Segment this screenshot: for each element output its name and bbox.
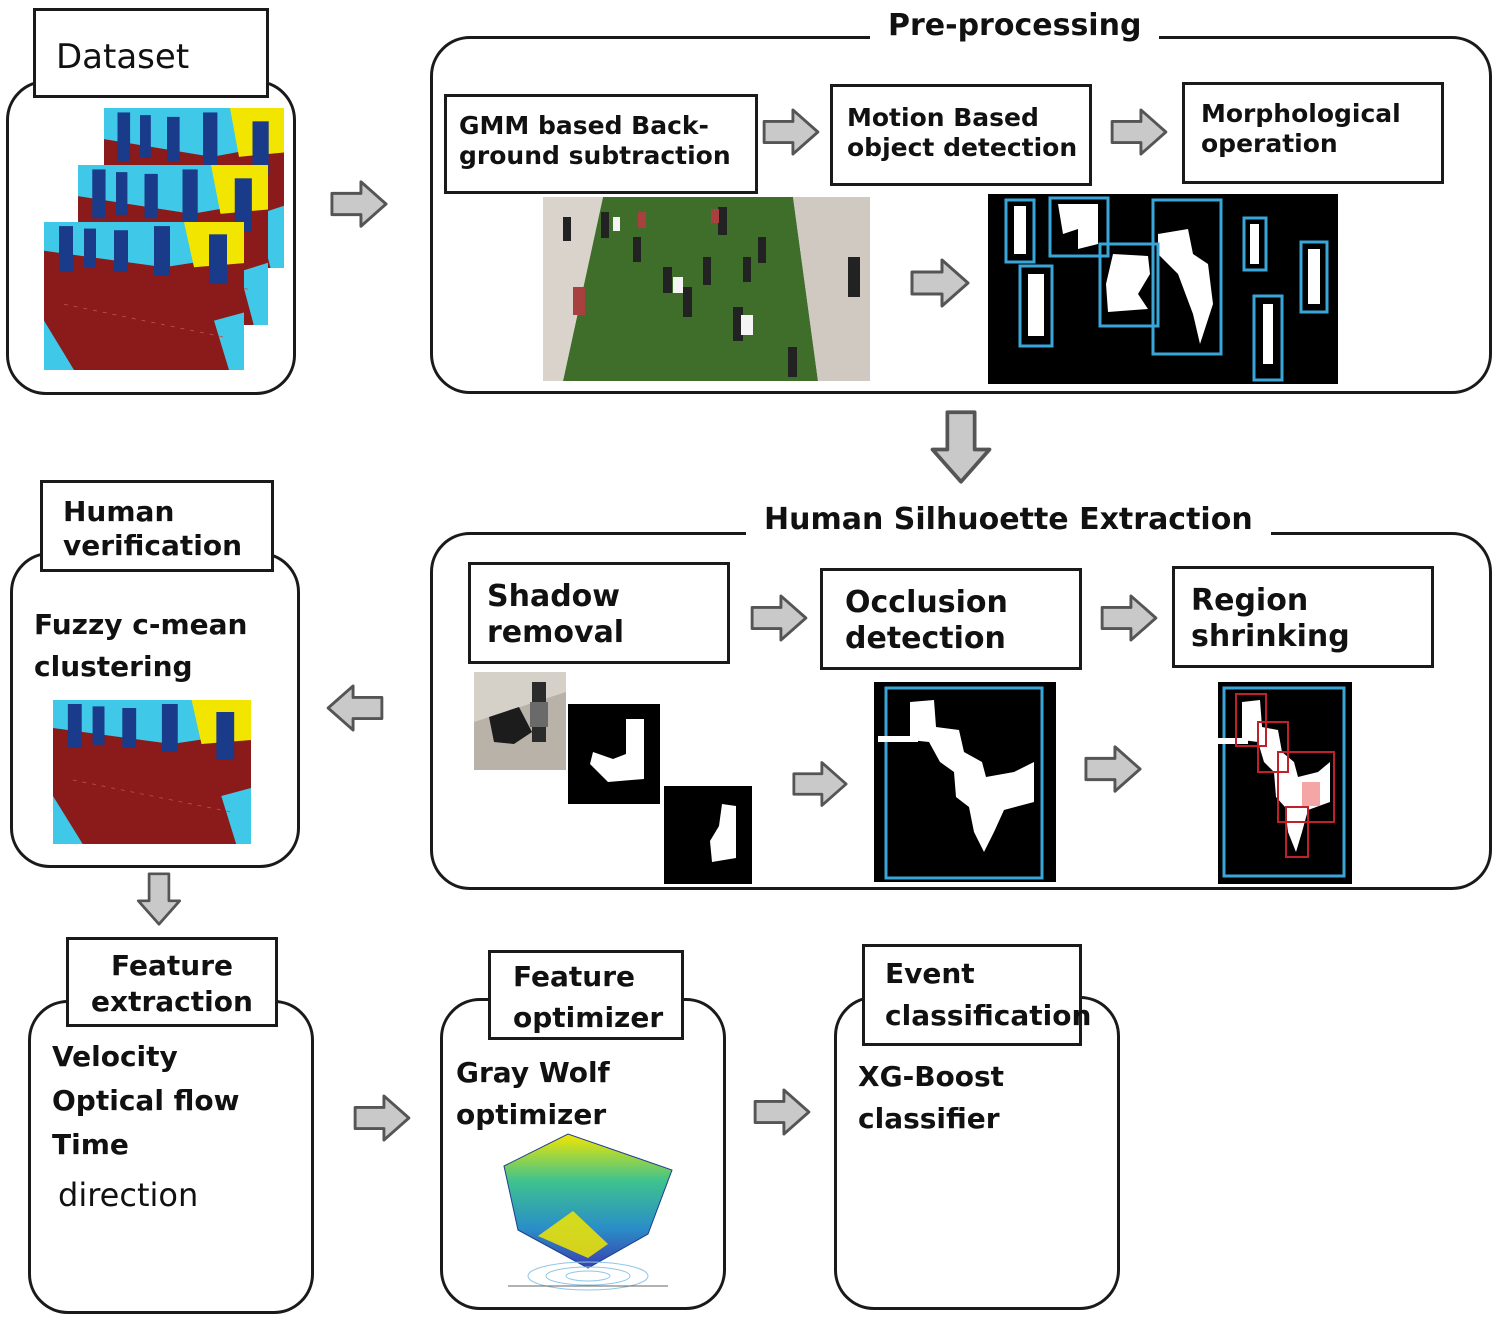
shadow-mask-image [568,704,660,804]
classification-title: Event classification [862,944,1091,1046]
shadow-removed-mask-image [664,786,752,884]
features-panel [28,1000,314,1314]
region-shrinking-image [1218,682,1352,884]
feature-item-optical-flow: Optical flow [52,1084,240,1117]
feature-item-direction: direction [58,1176,199,1214]
step-shadow-removal: Shadow removal [468,562,730,664]
arrow-verification-to-features [132,872,186,926]
arrow-features-to-optimizer [352,1094,412,1142]
arrow-shadow-to-occlusion [750,594,808,642]
preprocessing-title: Pre-processing [870,8,1160,43]
arrow-optimizer-to-classification [752,1088,812,1136]
step-motion-detection: Motion Based object detection [830,84,1092,186]
arrow-photo-to-mask [910,258,970,308]
arrow-shadow-to-occlusion-image [792,760,848,808]
dataset-frame-1 [44,222,244,370]
feature-item-time: Time [52,1128,129,1161]
step-region-shrinking: Region shrinking [1172,566,1434,668]
verification-title: Human verification [40,480,274,572]
detection-mask-image [988,194,1338,384]
verification-method: Fuzzy c-mean clustering [34,608,248,683]
features-title: Feature extraction [66,937,278,1027]
arrow-gmm-to-motion [762,108,820,156]
dataset-title: Dataset [33,8,269,98]
optimizer-method: Gray Wolf optimizer [456,1056,610,1131]
optimizer-title: Feature optimizer [488,950,684,1040]
step-gmm-background-subtraction: GMM based Back- ground subtraction [444,94,758,194]
verification-result-image [53,700,251,844]
arrow-preprocessing-to-silhouette [930,404,992,490]
crowd-scene-image [543,197,870,381]
arrow-occlusion-to-region-image [1084,744,1142,794]
step-morphological-operation: Morphological operation [1182,82,1444,184]
step-occlusion-detection: Occlusion detection [820,568,1082,670]
occlusion-mask-image [874,682,1056,882]
classification-panel [834,996,1120,1310]
shadow-original-image [474,672,566,770]
silhouette-title: Human Silhuoette Extraction [746,502,1271,537]
arrow-silhouette-to-verification [322,684,388,732]
classification-method: XG-Boost classifier [858,1060,1005,1135]
arrow-motion-to-morphological [1110,108,1168,156]
optimizer-surface-plot [498,1126,678,1306]
arrow-dataset-to-preprocessing [330,178,388,230]
feature-item-velocity: Velocity [52,1040,178,1073]
arrow-occlusion-to-region [1100,594,1158,642]
